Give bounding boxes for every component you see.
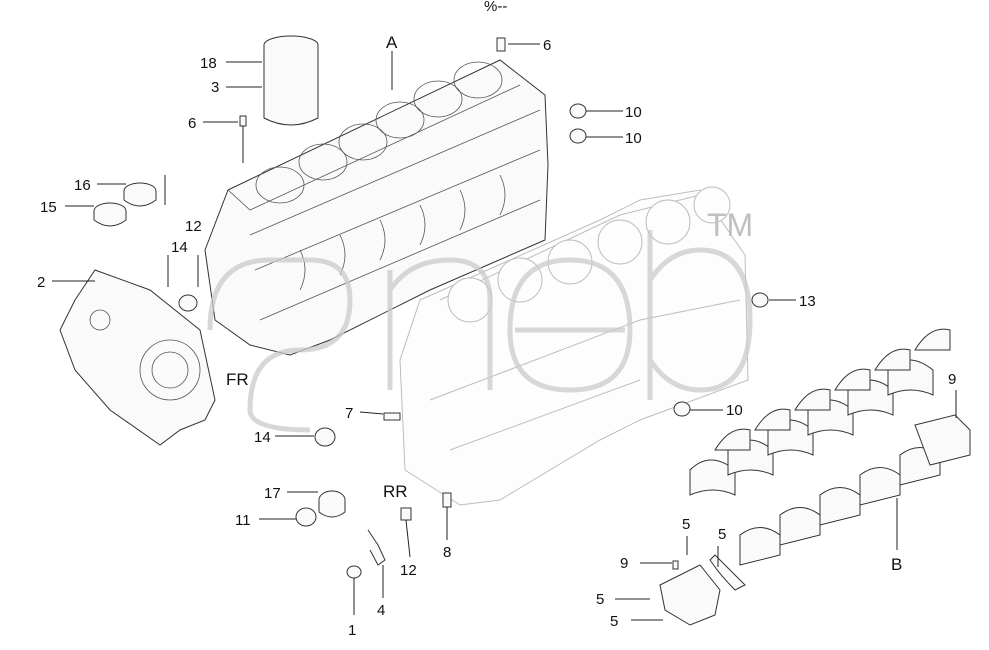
callout-16: 16 [74,177,91,194]
callout-14a: 14 [171,239,188,256]
callout-8: 8 [443,544,451,561]
callout-6b: 6 [188,115,196,132]
callout-15: 15 [40,199,57,216]
leader-lines [52,43,957,621]
label-front-fr: FR [226,370,249,389]
pin-cap [672,560,679,570]
callout-10a: 10 [625,104,642,121]
callout-18: 18 [200,55,217,72]
callout-10c: 10 [726,402,743,419]
seals [178,294,346,527]
watermark: TM [207,207,753,433]
label-section-a: A [386,33,398,52]
callout-3: 3 [211,79,219,96]
callout-9b: 9 [620,555,628,572]
callout-4: 4 [377,602,385,619]
callout-2: 2 [37,274,45,291]
callout-12a: 12 [185,218,202,235]
washer-12 [400,507,412,521]
callout-5c: 5 [596,591,604,608]
callout-13: 13 [799,293,816,310]
cylinder-liner [263,35,319,126]
callout-14b: 14 [254,429,271,446]
callout-7: 7 [345,405,353,422]
watermark-tm: TM [707,207,753,243]
cup-plugs [569,103,769,417]
main-bearing-caps [659,328,971,626]
callout-5b: 5 [718,526,726,543]
callout-5a: 5 [682,516,690,533]
callout-12b: 12 [400,562,417,579]
callout-11: 11 [235,512,251,529]
dowel-pin [383,412,401,421]
front-plate [59,269,216,446]
callout-9a: 9 [948,371,956,388]
plug-top [496,37,506,52]
header-mark: %-- [484,0,507,15]
callout-10b: 10 [625,130,642,147]
label-rear-rr: RR [383,482,408,501]
callout-1: 1 [348,622,356,639]
callout-6a: 6 [543,37,551,54]
callout-17: 17 [264,485,281,502]
plug-left [239,115,247,127]
sleeve [442,492,452,508]
callout-5d: 5 [610,613,618,630]
label-section-b: B [891,555,902,574]
bushings [93,182,157,227]
oil-jet [346,529,386,579]
